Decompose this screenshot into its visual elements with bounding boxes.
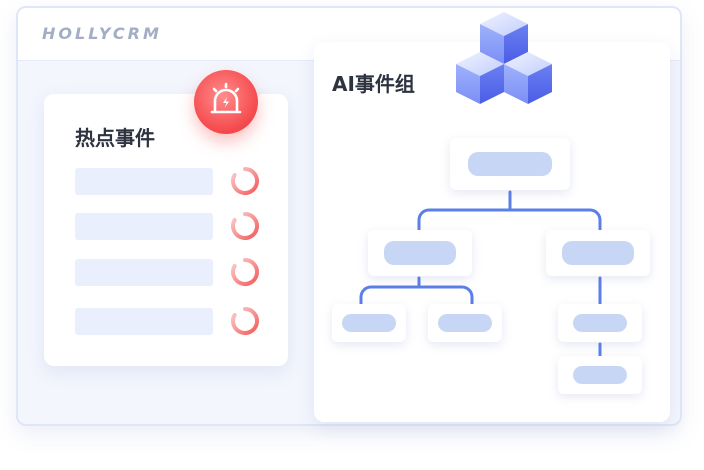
loading-spinner-icon <box>231 258 259 286</box>
tree-leaf-node[interactable] <box>332 304 406 342</box>
hot-events-card: 热点事件 <box>44 94 288 366</box>
tree-leaf-node[interactable] <box>428 304 502 342</box>
hot-event-row-2[interactable] <box>75 213 213 240</box>
loading-spinner-icon <box>231 212 259 240</box>
hot-event-row-3[interactable] <box>75 259 213 286</box>
tree-leaf-node[interactable] <box>558 304 642 342</box>
loading-spinner-icon <box>231 167 259 195</box>
brand-logo: HOLLYCRM <box>42 24 162 43</box>
loading-spinner-icon <box>231 307 259 335</box>
ai-events-card: AI事件组 <box>314 42 670 422</box>
hot-event-row-1[interactable] <box>75 168 213 195</box>
hot-event-row-4[interactable] <box>75 308 213 335</box>
cubes-icon <box>456 12 552 104</box>
ai-events-title: AI事件组 <box>332 72 415 96</box>
hot-events-title: 热点事件 <box>75 126 155 150</box>
tree-leaf-node[interactable] <box>558 356 642 394</box>
tree-connectors <box>359 190 602 358</box>
tree-root-node[interactable] <box>450 138 570 190</box>
tree-node-level1-right[interactable] <box>546 230 650 276</box>
tree-node-level1-left[interactable] <box>368 230 472 276</box>
alarm-light-icon <box>194 70 258 134</box>
